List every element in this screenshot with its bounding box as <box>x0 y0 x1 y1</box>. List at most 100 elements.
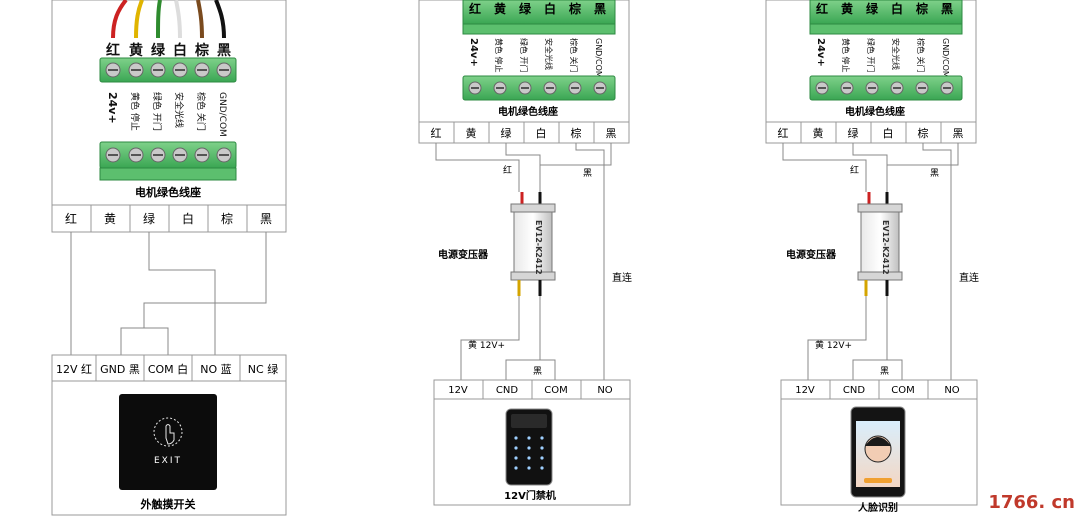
yellow-wire-label: 黄 12V+ <box>468 339 505 351</box>
function-label: GND/COM <box>941 38 950 78</box>
table-cell: 绿 <box>848 126 859 140</box>
panel-exit-button: 红 黄 绿 白 棕 黑 24v+ 黄色 停止 绿色 开门 <box>51 0 287 516</box>
table-cell: 绿 <box>501 126 512 140</box>
connection-lines <box>70 232 267 355</box>
device-caption: 外触摸开关 <box>140 497 196 511</box>
function-label: 棕色 关门 <box>569 38 579 73</box>
function-labels: 24v+ 黄色 停止 绿色 开门 安全光线 棕色 关门 GND/COM <box>468 38 603 78</box>
terminal-label: 红 <box>469 1 481 16</box>
color-table: 红 黄 绿 白 棕 黑 <box>765 121 977 144</box>
table-cell: 白 <box>182 211 194 226</box>
port-label: NO 蓝 <box>200 363 231 376</box>
terminal-label: 黑 <box>941 2 953 16</box>
terminal-label: 绿 <box>151 42 166 59</box>
function-labels: 24v+ 黄色 停止 绿色 开门 安全光线 棕色 关门 GND/COM <box>815 38 950 78</box>
direct-label: 直连 <box>959 271 979 284</box>
port-label: 12V <box>795 385 815 396</box>
port-label: 12V <box>448 385 468 396</box>
power-transformer: EV12-K2412 <box>857 192 903 296</box>
function-label: 安全光线 <box>544 38 554 70</box>
top-terminal-block: 红 黄 绿 白 棕 黑 <box>809 0 963 35</box>
terminal-label: 黄 <box>129 42 143 59</box>
device-caption: 12V门禁机 <box>504 489 556 502</box>
port-label: GND 黑 <box>100 363 140 376</box>
port-label: 12V 红 <box>56 363 92 376</box>
table-cell: 红 <box>778 127 789 140</box>
transformer-model: EV12-K2412 <box>881 220 890 275</box>
table-cell: 黑 <box>260 212 272 226</box>
table-cell: 红 <box>431 127 442 140</box>
wire-label-black: 黑 <box>930 168 939 179</box>
terminal-label: 白 <box>891 1 903 16</box>
table-cell: 黄 <box>813 126 824 140</box>
direct-label: 直连 <box>612 271 632 284</box>
seat-caption: 电机绿色线座 <box>498 105 558 118</box>
port-label: COM <box>544 385 567 396</box>
exit-text: EXIT <box>154 456 182 466</box>
black-wire-label: 黑 <box>880 366 889 377</box>
table-cell: 黄 <box>466 126 477 140</box>
function-label: 绿色 开门 <box>866 38 876 73</box>
keypad-keys <box>514 436 544 470</box>
top-wires <box>111 0 226 39</box>
function-label: 棕色 关门 <box>916 38 926 73</box>
terminal-label: 绿 <box>866 1 879 16</box>
wire-label-black: 黑 <box>583 168 592 179</box>
black-wire-label: 黑 <box>533 366 542 377</box>
terminal-label: 白 <box>544 1 556 16</box>
function-label: 24v+ <box>106 92 119 124</box>
function-label: 安全光线 <box>173 92 185 128</box>
touch-icon <box>153 417 183 447</box>
table-cell: 黄 <box>104 212 116 226</box>
top-terminal-block: 红 黄 绿 白 棕 黑 <box>99 42 237 83</box>
seat-caption: 电机绿色线座 <box>135 185 201 199</box>
function-label: 绿色 开门 <box>519 38 529 73</box>
terminal-screws <box>105 62 232 78</box>
port-label: NC 绿 <box>248 362 278 376</box>
table-cell: 白 <box>883 126 894 140</box>
function-label: 黄色 停止 <box>129 92 141 131</box>
function-label: 24v+ <box>815 38 826 67</box>
function-label: 安全光线 <box>891 38 901 70</box>
yellow-wire-label: 黄 12V+ <box>815 339 852 351</box>
hand-icon <box>165 424 175 445</box>
table-cell: 红 <box>65 211 77 226</box>
table-cell: 绿 <box>143 211 155 226</box>
table-cell: 黑 <box>606 127 617 140</box>
function-label: 黄色 停止 <box>494 38 504 73</box>
table-cell: 白 <box>536 126 547 140</box>
connection-lines <box>435 143 612 380</box>
bottom-terminal-block <box>99 141 237 181</box>
table-cell: 棕 <box>918 126 929 140</box>
function-label: GND/COM <box>217 92 227 137</box>
face-recognition-device: 12V CND COM NO 人脸识别 <box>780 379 978 514</box>
panel-face-recognition: 红 黄 绿 白 棕 黑 24v+ 黄色 停止 绿色 开门 安全光线 棕色 关门 … <box>765 0 979 514</box>
port-label: COM 白 <box>148 362 188 376</box>
connection-lines <box>782 143 959 380</box>
terminal-label: 红 <box>106 42 120 59</box>
color-table: 红 黄 绿 白 棕 黑 <box>418 121 630 144</box>
terminal-label: 棕 <box>194 42 209 59</box>
port-label: NO <box>597 385 612 396</box>
terminal-label: 黑 <box>217 43 231 59</box>
transformer-model: EV12-K2412 <box>534 220 543 275</box>
function-label: GND/COM <box>594 38 603 78</box>
wire-label-red: 红 <box>503 164 512 176</box>
terminal-label: 白 <box>173 42 187 59</box>
bottom-terminal-block <box>462 75 616 101</box>
terminal-label: 黑 <box>594 2 606 16</box>
port-label: CND <box>496 385 518 396</box>
terminal-label: 红 <box>816 1 828 16</box>
port-label: CND <box>843 385 865 396</box>
terminal-label: 黄 <box>841 1 853 16</box>
function-label: 绿色 开门 <box>151 92 163 131</box>
table-cell: 黑 <box>953 127 964 140</box>
function-label: 黄色 停止 <box>841 38 851 73</box>
function-label: 棕色 关门 <box>195 92 207 131</box>
function-labels: 24v+ 黄色 停止 绿色 开门 安全光线 棕色 关门 GND/COM <box>106 92 227 137</box>
top-terminal-block: 红 黄 绿 白 棕 黑 <box>462 0 616 35</box>
terminal-label: 棕 <box>915 1 928 16</box>
seat-caption: 电机绿色线座 <box>845 105 905 118</box>
panel-access-controller: 红 黄 绿 白 棕 黑 24v+ 黄色 停止 绿色 开门 安全光线 棕色 关门 … <box>418 0 632 506</box>
